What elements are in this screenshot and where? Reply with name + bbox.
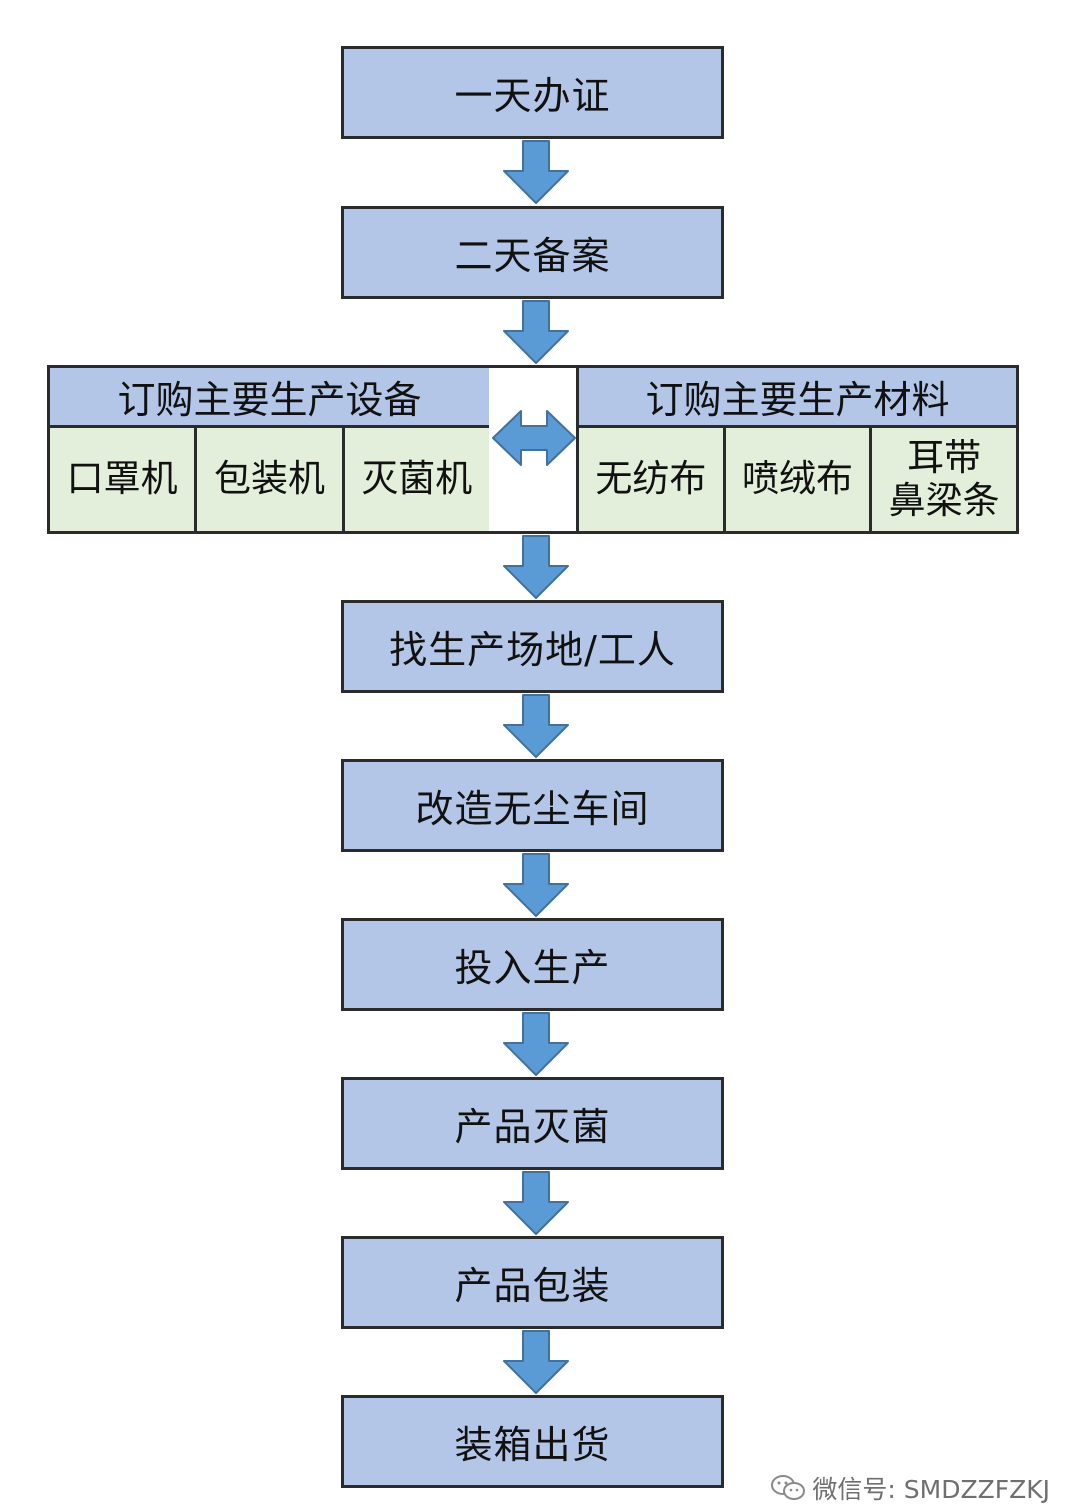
down-arrow-icon (503, 694, 569, 758)
wechat-icon (771, 1475, 806, 1500)
equipment-item: 包装机 (197, 428, 345, 531)
material-line: 耳带 (907, 435, 982, 479)
material-line: 鼻梁条 (888, 478, 1000, 522)
down-arrow-icon (503, 853, 569, 917)
step-box-5: 投入生产 (341, 918, 724, 1011)
double-arrow-icon (492, 410, 576, 466)
down-arrow-icon (503, 535, 569, 599)
down-arrow-icon (503, 1330, 569, 1394)
equipment-item: 灭菌机 (344, 428, 489, 531)
step-label: 改造无尘车间 (415, 787, 650, 831)
step-box-6: 产品灭菌 (341, 1077, 724, 1170)
step-label: 产品包装 (454, 1264, 611, 1308)
step-label: 二天备案 (454, 234, 611, 278)
down-arrow-icon (503, 140, 569, 204)
material-item-stacked: 耳带 鼻梁条 (872, 428, 1017, 531)
step-box-1: 一天办证 (341, 46, 724, 139)
step-box-2: 二天备案 (341, 206, 724, 299)
material-item: 无纺布 (579, 428, 726, 531)
step-box-8: 装箱出货 (341, 1395, 724, 1488)
equipment-title: 订购主要生产设备 (50, 368, 489, 428)
step-box-4: 改造无尘车间 (341, 759, 724, 852)
step-label: 一天办证 (454, 74, 611, 118)
materials-title: 订购主要生产材料 (579, 368, 1016, 428)
watermark: 微信号: SMDZZFZKJ (770, 1470, 1050, 1506)
down-arrow-icon (503, 1171, 569, 1235)
equipment-group: 订购主要生产设备 口罩机 包装机 灭菌机 (47, 365, 492, 534)
step-box-7: 产品包装 (341, 1236, 724, 1329)
step-box-3: 找生产场地/工人 (341, 600, 724, 693)
step-label: 装箱出货 (454, 1423, 611, 1467)
materials-items: 无纺布 喷绒布 耳带 鼻梁条 (579, 428, 1017, 531)
materials-group: 订购主要生产材料 无纺布 喷绒布 耳带 鼻梁条 (576, 365, 1019, 534)
material-item: 喷绒布 (725, 428, 873, 531)
watermark-text: 微信号: SMDZZFZKJ (812, 1475, 1050, 1504)
step-label: 产品灭菌 (454, 1105, 611, 1149)
equipment-items: 口罩机 包装机 灭菌机 (50, 428, 489, 531)
step-label: 找生产场地/工人 (389, 628, 676, 672)
down-arrow-icon (503, 300, 569, 364)
down-arrow-icon (503, 1012, 569, 1076)
equipment-item: 口罩机 (50, 428, 198, 531)
step-label: 投入生产 (454, 946, 611, 990)
